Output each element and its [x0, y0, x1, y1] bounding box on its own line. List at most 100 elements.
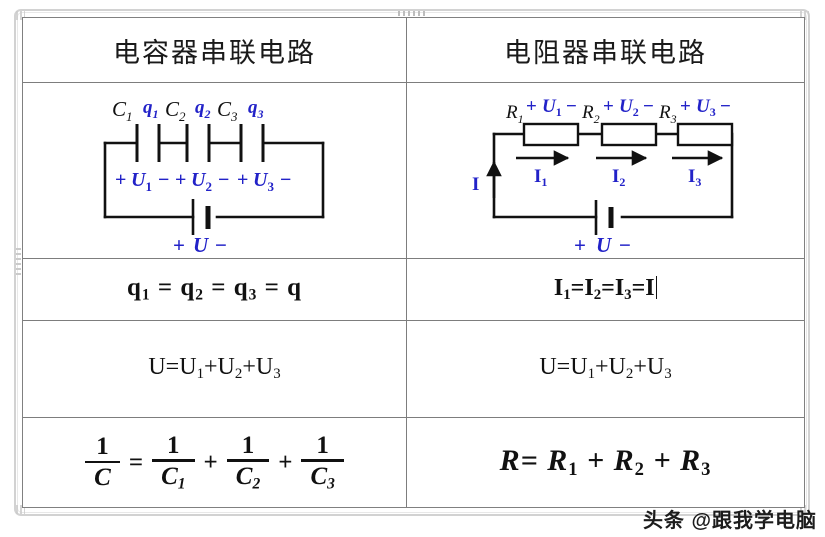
equation-voltage-resistor: U=U1+U2+U3: [539, 354, 671, 383]
cell-charge-equality[interactable]: q1 = q2 = q3 = q: [23, 259, 407, 320]
equation-voltage-capacitor: U=U1+U2+U3: [148, 354, 280, 383]
eq-term: q: [233, 274, 249, 302]
cell-current-equality[interactable]: I1=I2=I3=I: [407, 259, 804, 320]
fraction-bar: [301, 459, 344, 462]
svg-text:I1: I1: [534, 166, 547, 189]
svg-text:C3: C3: [217, 97, 238, 124]
resize-handle-top-right[interactable]: [800, 11, 809, 20]
eq-op: =: [165, 354, 180, 381]
svg-text:+: +: [115, 169, 126, 191]
eq-op: =: [631, 274, 646, 301]
eq-sub: 2: [634, 459, 645, 481]
cell-voltage-capacitor[interactable]: U=U1+U2+U3: [23, 321, 407, 417]
eq-op: =: [257, 274, 288, 302]
svg-text:C1: C1: [112, 97, 133, 124]
table-row-equivalent: 1 C = 1 C1 + 1 C2 + 1: [23, 418, 804, 507]
eq-term: q: [287, 274, 303, 302]
svg-text:I: I: [472, 174, 479, 195]
header-title-resistor: 电阻器串联电路: [504, 37, 707, 68]
eq-term: I: [645, 274, 655, 301]
svg-text:I2: I2: [612, 166, 625, 189]
watermark-text: 头条 @跟我学电脑: [642, 510, 817, 532]
header-title-capacitor: 电容器串联电路: [113, 37, 316, 68]
eq-term: U: [179, 354, 197, 381]
eq-op: =: [204, 274, 234, 302]
fraction-bar: [85, 460, 120, 464]
svg-text:U2: U2: [619, 96, 639, 119]
svg-text:U3: U3: [253, 169, 274, 194]
resize-handle-left[interactable]: [16, 248, 21, 276]
cell-voltage-resistor[interactable]: U=U1+U2+U3: [407, 321, 804, 417]
eq-op: =: [128, 448, 144, 476]
svg-text:U2: U2: [191, 169, 212, 194]
svg-text:−: −: [215, 233, 227, 256]
eq-term: U: [255, 354, 274, 381]
table-row-voltage: U=U1+U2+U3 U=U1+U2+U3: [23, 321, 804, 418]
svg-text:−: −: [218, 169, 229, 191]
eq-term: I: [553, 274, 564, 301]
resize-handle-bottom-left[interactable]: [16, 505, 25, 514]
eq-op: +: [653, 443, 672, 477]
svg-text:+: +: [526, 96, 537, 117]
eq-term: U: [217, 354, 235, 381]
eq-term: I: [584, 274, 594, 301]
svg-text:U1: U1: [542, 96, 562, 119]
eq-term: U: [646, 354, 665, 381]
eq-term: q: [180, 274, 196, 302]
eq-term: U: [539, 354, 557, 381]
eq-sub: 2: [195, 286, 204, 304]
table-row-circuits: C1 C2 C3 q1 q2 q3 + U1 − + U2 −: [23, 83, 804, 259]
resize-handle-top[interactable]: [398, 11, 426, 16]
eq-term: R: [613, 443, 635, 477]
cell-equivalent-capacitance[interactable]: 1 C = 1 C1 + 1 C2 + 1: [23, 418, 407, 507]
fraction-one-over-C3: 1 C3: [301, 433, 344, 492]
fraction-numerator: 1: [241, 431, 255, 459]
table-header-row: 电容器串联电路 电阻器串联电路: [23, 18, 804, 83]
cell-equivalent-resistance[interactable]: R= R1 + R2 + R3: [407, 418, 804, 507]
svg-text:U: U: [596, 233, 613, 256]
fraction-bar: [152, 459, 195, 462]
text-cursor: [655, 275, 658, 299]
eq-sub: 2: [593, 287, 602, 304]
cell-capacitor-circuit[interactable]: C1 C2 C3 q1 q2 q3 + U1 − + U2 −: [23, 83, 407, 258]
header-cell-resistor[interactable]: 电阻器串联电路: [407, 18, 804, 82]
eq-sub: 3: [248, 286, 258, 304]
eq-op: =: [570, 274, 585, 301]
fraction-bar: [226, 459, 270, 462]
svg-text:q3: q3: [248, 97, 264, 121]
eq-term: q: [126, 274, 142, 302]
svg-text:R3: R3: [658, 102, 677, 126]
eq-sub: 1: [568, 459, 579, 481]
eq-sub: 1: [196, 366, 204, 383]
eq-op: +: [633, 354, 647, 381]
eq-op: +: [587, 443, 606, 477]
svg-text:+: +: [175, 169, 186, 191]
svg-text:I3: I3: [688, 166, 701, 189]
eq-term: R: [680, 443, 702, 477]
svg-text:−: −: [566, 96, 577, 117]
cell-resistor-circuit[interactable]: R1 R2 R3 + U1 − + U2 − + U3 −: [407, 83, 804, 258]
eq-op: =: [601, 274, 615, 301]
eq-term: C: [161, 462, 178, 490]
header-cell-capacitor[interactable]: 电容器串联电路: [23, 18, 407, 82]
fraction-one-over-C2: 1 C2: [226, 431, 270, 492]
eq-op: =: [150, 274, 181, 302]
fraction-numerator: 1: [167, 431, 180, 459]
equation-equivalent-capacitance: 1 C = 1 C1 + 1 C2 + 1: [81, 433, 348, 492]
eq-term: U: [148, 354, 166, 381]
eq-term: R: [499, 443, 521, 477]
table-row-charge-current: q1 = q2 = q3 = q I1=I2=I3=I: [23, 259, 804, 321]
equation-charge-equality: q1 = q2 = q3 = q: [127, 274, 302, 304]
svg-text:−: −: [643, 96, 654, 117]
eq-op: =: [556, 354, 571, 381]
svg-text:−: −: [280, 169, 291, 191]
fraction-one-over-C: 1 C: [85, 434, 120, 491]
resize-handle-top-left[interactable]: [16, 11, 25, 20]
resize-handle-bottom-right[interactable]: [800, 505, 809, 514]
fraction-numerator: 1: [96, 433, 109, 461]
svg-text:q2: q2: [195, 97, 211, 121]
equation-equivalent-resistance: R= R1 + R2 + R3: [500, 444, 712, 481]
svg-text:U1: U1: [131, 169, 152, 194]
comparison-table[interactable]: 电容器串联电路 电阻器串联电路: [22, 17, 805, 508]
svg-text:−: −: [158, 169, 169, 191]
